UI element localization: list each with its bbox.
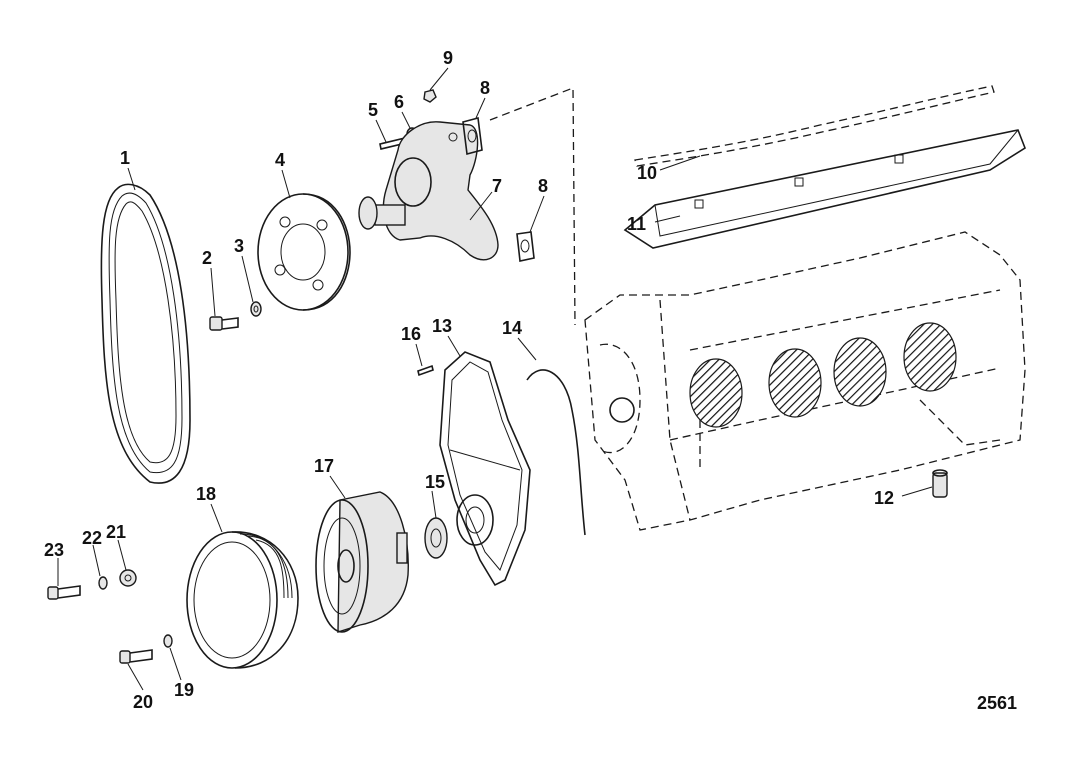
callout-8-lower: 8	[538, 176, 548, 196]
part-washer-22	[98, 576, 108, 590]
part-front-seal-15	[424, 517, 448, 559]
part-nut-21	[119, 569, 137, 587]
callout-21: 21	[106, 522, 126, 542]
callout-11: 11	[627, 214, 646, 234]
callout-5: 5	[368, 100, 378, 120]
callout-23: 23	[44, 540, 64, 560]
callout-3: 3	[234, 236, 244, 256]
alignment-dashed-line	[489, 87, 576, 326]
part-drive-belt	[100, 183, 191, 484]
part-valley-cover	[623, 129, 1026, 249]
callout-7: 7	[492, 176, 502, 196]
callout-15: 15	[425, 472, 445, 492]
part-washer-3	[250, 301, 262, 317]
part-nut-9	[423, 89, 437, 103]
callout-17: 17	[314, 456, 334, 476]
part-crank-pulley	[186, 531, 299, 669]
part-seal-ring-14	[526, 369, 586, 536]
callout-1: 1	[120, 148, 130, 168]
callout-16: 16	[401, 324, 421, 344]
callout-8-upper: 8	[480, 78, 490, 98]
part-gasket-8-lower	[516, 231, 535, 262]
callout-20: 20	[133, 692, 153, 712]
callout-labels: 1 2 3 4 5 6 7 8 8 9 10 11 12 13 14 15 16…	[44, 48, 1017, 713]
callout-6: 6	[394, 92, 404, 112]
callout-22: 22	[82, 528, 102, 548]
callout-14: 14	[502, 318, 522, 338]
callout-2: 2	[202, 248, 212, 268]
engine-block	[584, 231, 1026, 531]
part-gasket-8-upper	[462, 116, 483, 156]
part-valley-gasket	[634, 85, 995, 167]
leader-lines	[57, 67, 933, 691]
callout-12: 12	[874, 488, 894, 508]
part-water-pump	[358, 121, 499, 261]
part-bolt-23	[47, 585, 81, 600]
callout-18: 18	[196, 484, 216, 504]
part-bolt-16	[417, 364, 434, 377]
part-bolt-20	[119, 649, 153, 664]
part-plug-12	[932, 469, 948, 498]
figure-number: 2561	[977, 693, 1017, 713]
callout-9: 9	[443, 48, 453, 68]
callout-13: 13	[432, 316, 452, 336]
part-bolt-2	[209, 316, 239, 331]
part-harmonic-balancer	[315, 491, 409, 633]
part-water-pump-pulley	[257, 193, 351, 311]
callout-10: 10	[637, 163, 657, 183]
part-timing-cover	[439, 351, 531, 587]
callout-4: 4	[275, 150, 285, 170]
part-washer-19	[163, 634, 173, 648]
callout-19: 19	[174, 680, 194, 700]
